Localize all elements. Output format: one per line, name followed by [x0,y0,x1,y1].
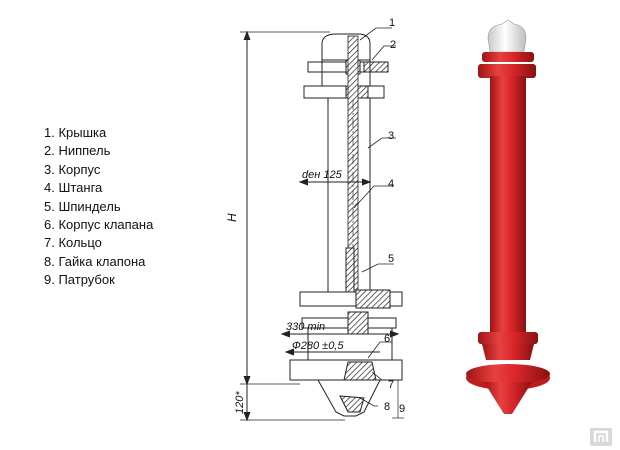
legend-item-4: 4. Штанга [44,180,103,196]
height-label: H [225,213,239,222]
lower-flange [478,332,538,344]
bottom-length-label: 120* [234,391,246,414]
legend-item-1: 1. Крышка [44,125,107,140]
legend-item-7: 7. Кольцо [44,235,102,251]
callout-8: 8 [384,401,390,413]
callout-2: 2 [390,39,396,51]
height-dimension [240,30,330,386]
legend-item-3: 3. Корпус [44,161,101,177]
flange-diameter-label: Ф280 ±0,5 [292,340,344,352]
bottom-length-dimension [240,384,345,422]
hydrant-photo [466,19,550,414]
callout-9: 9 [399,403,405,415]
diameter-dimension [298,178,372,186]
callout-5: 5 [388,253,394,265]
flange-diameter-dimension [284,348,380,356]
base-width-dimension [280,330,400,338]
pulscen-logo [590,428,612,446]
hydrant-body-outline [289,33,403,417]
legend-item-5: 5. Шпиндель [44,198,121,214]
legend-item-6: 6. Корпус клапана [44,217,154,233]
legend-item-2: 2. Ниппель [44,143,111,159]
diameter-label: dен 125 [302,169,343,181]
callout-4: 4 [388,178,394,190]
callout-6: 6 [384,333,390,345]
callout-1: 1 [389,17,395,29]
hydrant-pipe [490,76,526,334]
callout-leaders [353,27,396,407]
technical-drawing [240,27,404,422]
callout-numbers: 1 2 3 4 5 6 7 8 9 [384,17,405,415]
hydrant-cone [484,382,532,414]
top-collar [478,64,536,78]
top-flange [482,52,534,62]
valve-housing [482,344,534,360]
callout-7: 7 [388,379,394,391]
base-width-label: 330 min [286,321,325,333]
callout-3: 3 [388,130,394,142]
legend-item-9: 9. Патрубок [44,272,115,288]
parts-legend: 1. Крышка 2. Ниппель 3. Корпус 4. Штанга… [44,124,174,290]
legend-item-8: 8. Гайка клапона [44,253,146,269]
hydrant-cap [487,19,527,53]
